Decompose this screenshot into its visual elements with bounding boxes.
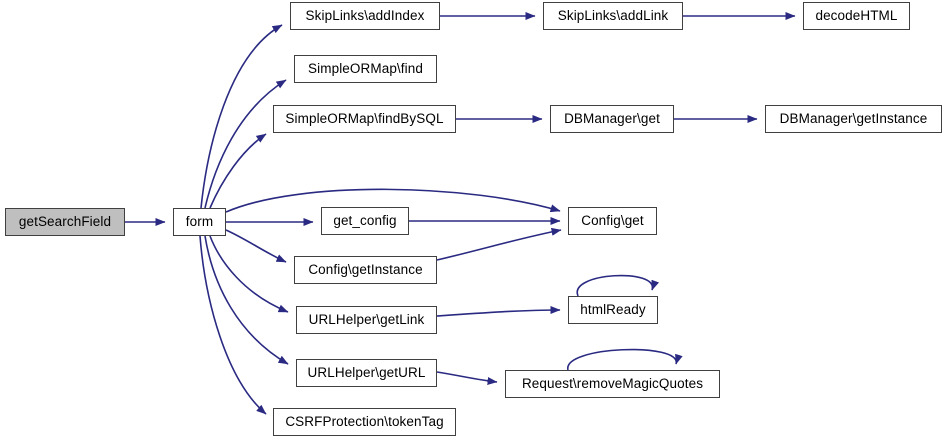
edge-form-URLHelper-getURL: [204, 235, 289, 365]
edge-URLHelper-getLink-htmlReady: [436, 306, 561, 317]
graph-node-Request_removeMagicQuotes[interactable]: Request\removeMagicQuotes: [505, 370, 720, 398]
edge-form-SkipLinks-addIndex: [200, 24, 283, 209]
edge-form-Config-getInstance: [225, 229, 287, 263]
graph-node-SimpleORMap_find[interactable]: SimpleORMap\find: [294, 55, 437, 83]
edge-htmlReady-self-loop: [576, 274, 659, 297]
edge-form-CSRFProtection-tokenTag: [199, 235, 267, 415]
graph-node-htmlReady[interactable]: htmlReady: [568, 296, 658, 324]
graph-node-CSRFProtection_tokenTag[interactable]: CSRFProtection\tokenTag: [273, 408, 456, 436]
graph-node-DBManager_getInstance[interactable]: DBManager\getInstance: [765, 105, 942, 133]
graph-node-URLHelper_getURL[interactable]: URLHelper\getURL: [296, 359, 437, 387]
edge-form-SimpleORMap-find: [204, 79, 287, 209]
edge-Request-removeMagicQuotes-self-loop: [567, 348, 683, 371]
graph-node-get_config[interactable]: get_config: [321, 207, 409, 235]
graph-node-SkipLinks_addLink[interactable]: SkipLinks\addLink: [543, 2, 683, 30]
graph-node-SkipLinks_addIndex[interactable]: SkipLinks\addIndex: [290, 2, 440, 30]
graph-node-DBManager_get[interactable]: DBManager\get: [550, 105, 674, 133]
edge-URLHelper-getURL-Request-removeMagicQuotes: [436, 371, 498, 385]
edge-form-SimpleORMap-findBySQL: [209, 133, 267, 209]
graph-node-form[interactable]: form: [173, 208, 226, 236]
graph-node-decodeHTML[interactable]: decodeHTML: [803, 2, 910, 30]
graph-node-URLHelper_getLink[interactable]: URLHelper\getLink: [296, 306, 437, 334]
graph-node-getSearchField[interactable]: getSearchField: [5, 208, 125, 236]
graph-node-SimpleORMap_findBySQL[interactable]: SimpleORMap\findBySQL: [273, 105, 456, 133]
graph-node-Config_getInstance[interactable]: Config\getInstance: [294, 256, 437, 284]
graph-node-Config_get[interactable]: Config\get: [568, 207, 657, 235]
edge-form-URLHelper-getLink: [209, 235, 289, 313]
edge-Config-getInstance-Config-get: [436, 227, 562, 261]
